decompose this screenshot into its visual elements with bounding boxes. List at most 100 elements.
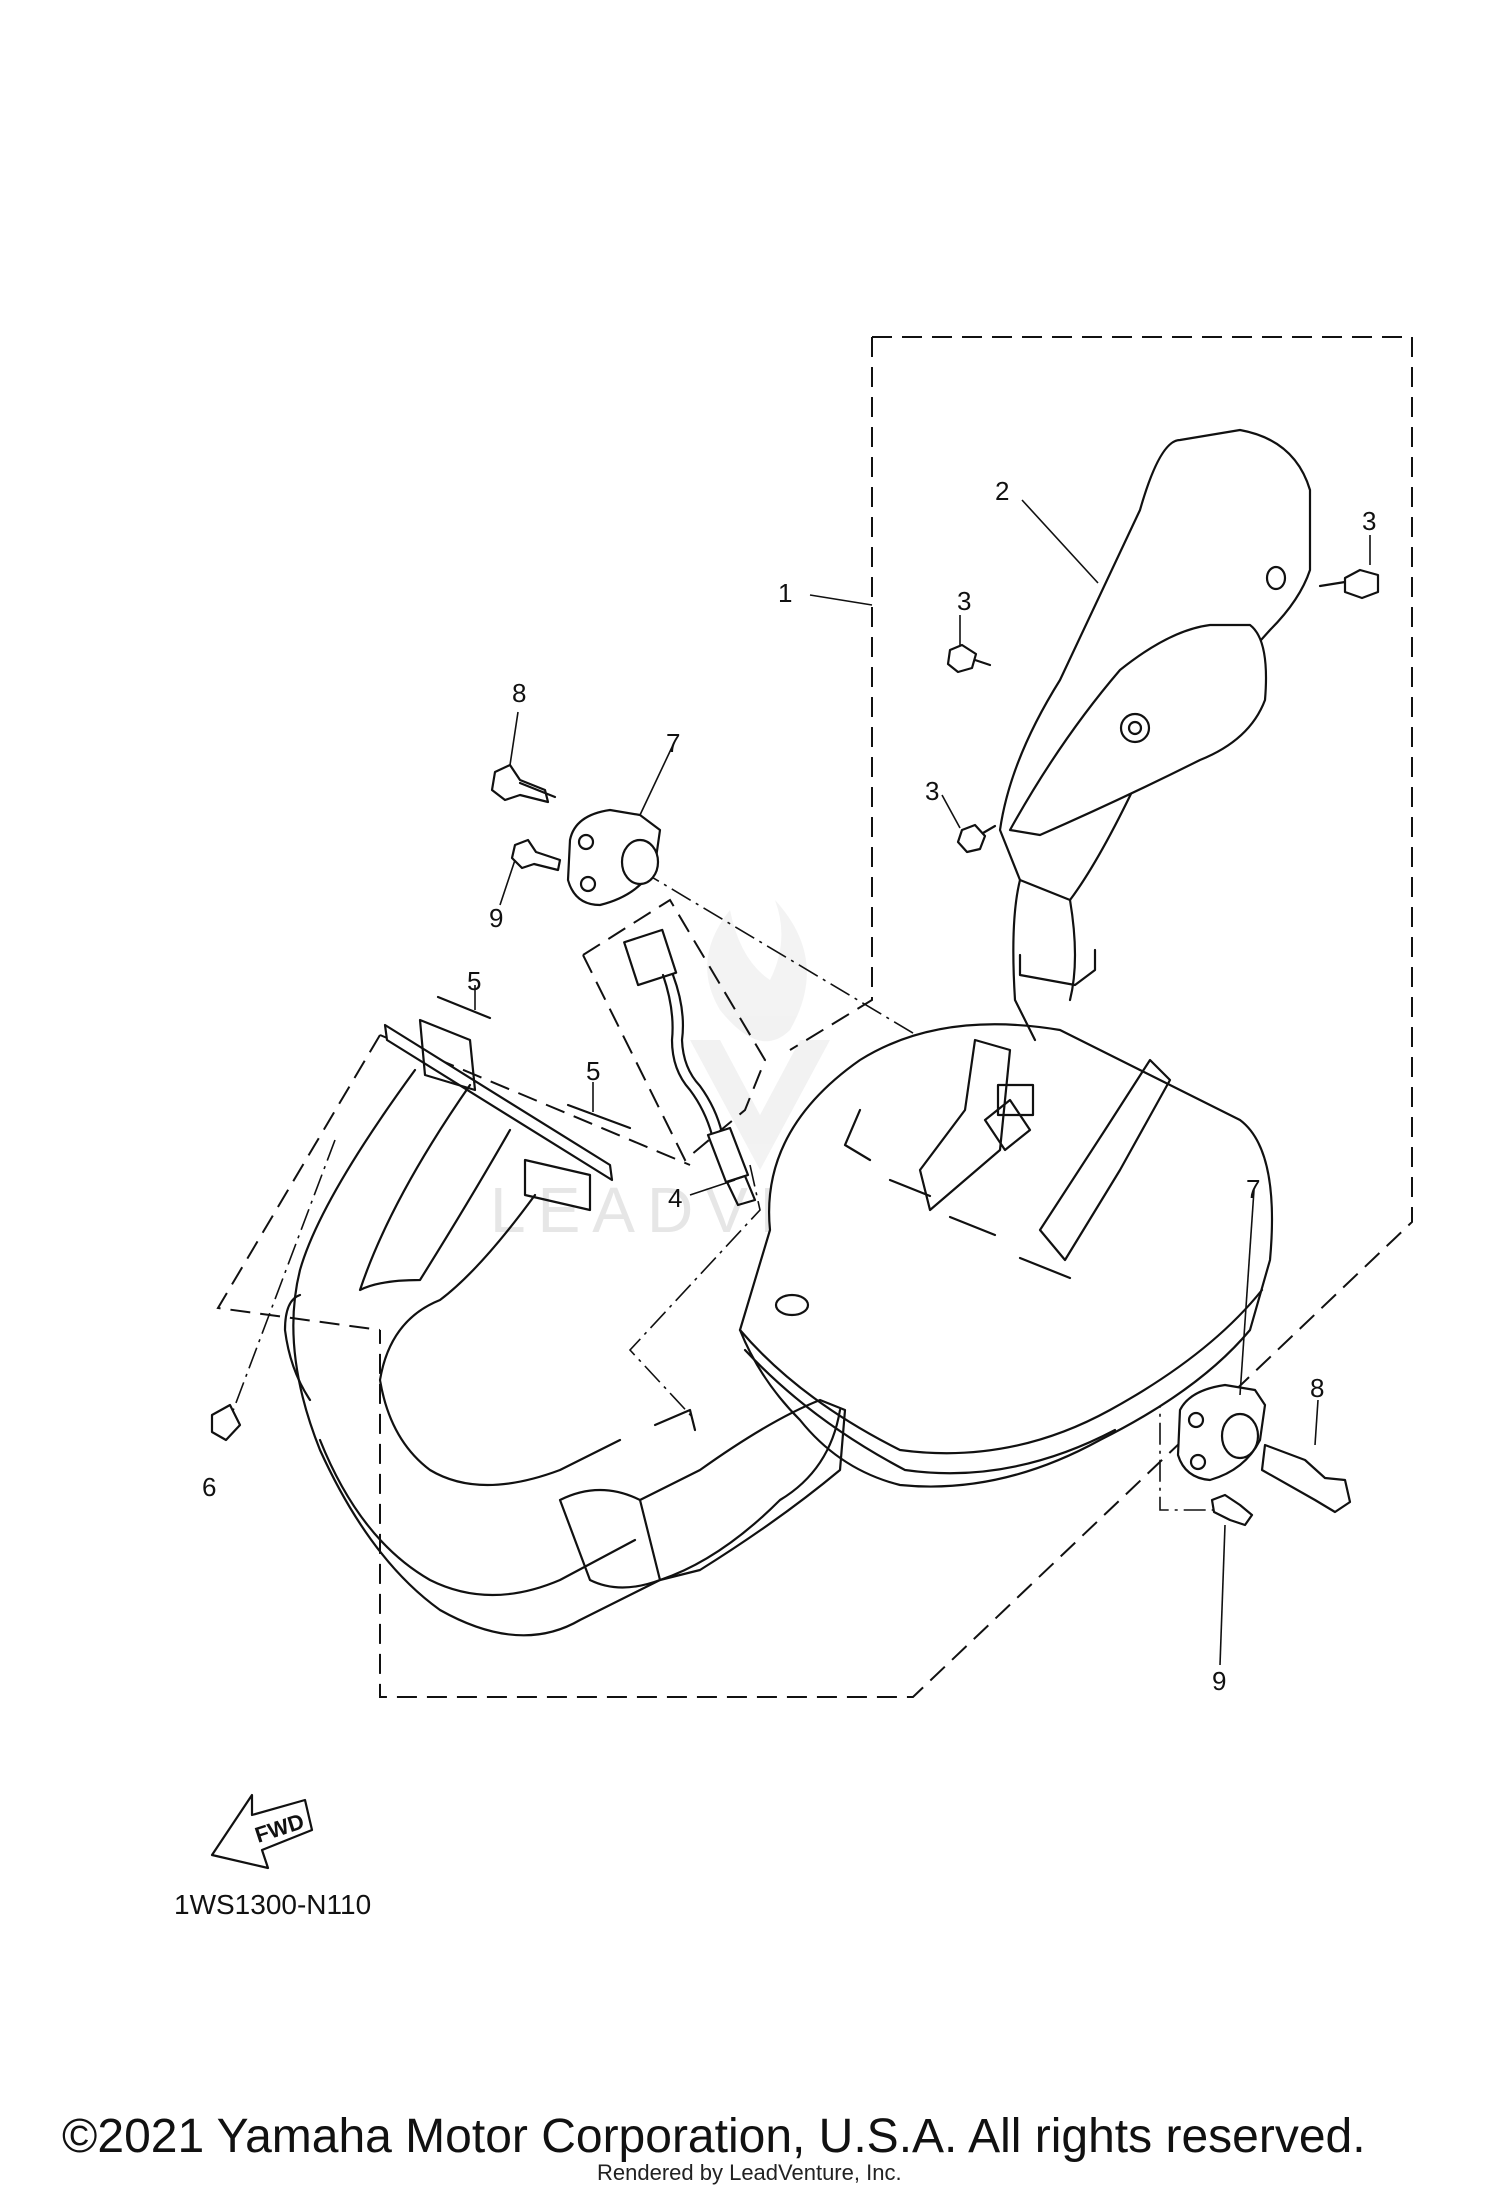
callout-7-upper: 7 xyxy=(666,728,680,758)
assembly-boundaries xyxy=(216,336,1413,1698)
callout-8-rear: 8 xyxy=(1310,1373,1324,1403)
muffler-bracket-front xyxy=(918,1038,1012,1212)
o2-sensor-wire xyxy=(661,973,714,1137)
bolt-9-rear xyxy=(1210,1493,1254,1527)
muffler-drain-hole xyxy=(774,1293,810,1317)
muffler-assembly-boundary-left xyxy=(789,337,873,1051)
upper-mount xyxy=(490,763,662,907)
callout-4: 4 xyxy=(668,1183,682,1213)
header-pipe-outer xyxy=(292,1068,842,1637)
callout-1: 1 xyxy=(778,578,792,608)
o2-sensor-wire-2 xyxy=(671,973,724,1135)
leader-9b xyxy=(1219,1524,1226,1666)
centerline-gasket-6 xyxy=(221,1139,336,1441)
leader-2 xyxy=(1021,499,1099,584)
fwd-arrow-icon xyxy=(210,1793,314,1870)
bracket-7-rear-rubber xyxy=(1220,1412,1260,1460)
muffler-slot-2 xyxy=(948,1215,997,1237)
leader-7a xyxy=(639,744,674,816)
gasket-5-upper xyxy=(436,995,492,1020)
callouts: 1 2 3 3 3 4 5 5 6 7 7 8 8 9 9 xyxy=(202,476,1376,1696)
copyright-notice: ©2021 Yamaha Motor Corporation, U.S.A. A… xyxy=(62,2110,1366,2163)
leader-4 xyxy=(689,1179,736,1196)
gasket-6 xyxy=(210,1403,242,1442)
muffler xyxy=(738,1023,1274,1488)
screw-3-right xyxy=(1343,568,1380,600)
bracket-7-rear-hole-2 xyxy=(1189,1453,1207,1471)
bracket-7-rear-hole-1 xyxy=(1187,1411,1205,1429)
bolt-8-upper-thread xyxy=(518,781,557,799)
o2-sensor-connector xyxy=(623,928,678,987)
bracket-7-upper-hole-1 xyxy=(577,833,595,851)
header-pipe-inner-2 xyxy=(378,1193,622,1487)
callout-3-lower: 3 xyxy=(925,776,939,806)
callout-2: 2 xyxy=(995,476,1009,506)
leader-7b xyxy=(1239,1189,1255,1396)
bracket-7-upper-hole-2 xyxy=(579,875,597,893)
cover-screws xyxy=(946,568,1380,854)
muffler-body xyxy=(738,1023,1274,1488)
muffler-cover-shield xyxy=(1008,623,1268,837)
bracket-7-upper-rubber xyxy=(620,838,660,886)
header-assembly-boundary xyxy=(216,1034,381,1331)
callout-5-upper: 5 xyxy=(467,966,481,996)
callout-8-upper: 8 xyxy=(512,678,526,708)
leader-1 xyxy=(809,594,873,606)
header-pipe-inner-1 xyxy=(358,1083,512,1292)
muffler-rib xyxy=(738,1288,1264,1455)
header-boundary-top xyxy=(379,1034,691,1166)
screw-3-middle xyxy=(946,643,978,674)
gasket-6-body xyxy=(210,1403,242,1442)
header-left-pipe xyxy=(283,1293,312,1402)
screw-3-middle-shank xyxy=(973,658,992,667)
o2-sensor xyxy=(623,928,757,1207)
screw-3-lower xyxy=(956,823,987,854)
o2-sensor-tip xyxy=(725,1174,757,1207)
cover-screw-hole-upper xyxy=(1265,565,1287,591)
rendered-by: Rendered by LeadVenture, Inc. xyxy=(597,2160,902,2185)
gasket-5-lower xyxy=(566,1103,632,1130)
bolt-8-rear xyxy=(1260,1443,1352,1514)
rear-mount xyxy=(1176,1383,1352,1527)
fwd-indicator: FWD xyxy=(210,1793,314,1870)
leader-8b xyxy=(1314,1399,1319,1446)
muffler-rib-lower xyxy=(743,1348,1117,1475)
header-collector xyxy=(638,1398,847,1582)
exhaust-header xyxy=(283,1018,847,1637)
screw-3-right-shank xyxy=(1318,580,1347,588)
sensor-boundary xyxy=(582,898,767,1162)
o2-sensor-body xyxy=(706,1126,750,1184)
muffler-bracket-rear xyxy=(1038,1058,1172,1262)
muffler-side-tab xyxy=(843,1108,872,1162)
leader-lines xyxy=(474,499,1371,1666)
cover-grommet xyxy=(1119,712,1151,744)
callout-7-rear: 7 xyxy=(1246,1174,1260,1204)
callout-3-right: 3 xyxy=(1362,506,1376,536)
header-collar-1 xyxy=(418,1018,477,1092)
header-joint-clamp xyxy=(558,1488,662,1589)
centerline-sensor xyxy=(628,1164,761,1421)
callout-6: 6 xyxy=(202,1472,216,1502)
muffler-cover xyxy=(998,428,1312,1042)
header-sensor-boss xyxy=(653,1408,697,1432)
header-pipe-bend xyxy=(318,1438,637,1597)
leader-3c xyxy=(941,794,961,829)
muffler-tab xyxy=(983,1098,1032,1152)
outlet-bracket xyxy=(1018,948,1097,987)
muffler-mount-plate xyxy=(996,1083,1035,1117)
header-flange xyxy=(383,1023,614,1182)
screw-3-lower-shank xyxy=(981,824,997,835)
muffler-slot-3 xyxy=(1018,1256,1072,1280)
leader-9a xyxy=(499,859,516,906)
muffler-slot-1 xyxy=(888,1178,932,1198)
callout-3-middle: 3 xyxy=(957,586,971,616)
cover-grommet-inner xyxy=(1127,720,1143,736)
gaskets xyxy=(436,995,632,1130)
callout-9-upper: 9 xyxy=(489,903,503,933)
callout-9-rear: 9 xyxy=(1212,1666,1226,1696)
callout-5-lower: 5 xyxy=(586,1056,600,1086)
muffler-outlet-pipe xyxy=(1012,878,1077,1042)
bolt-9-upper xyxy=(510,838,562,872)
diagram-code: 1WS1300-N110 xyxy=(174,1889,371,1920)
